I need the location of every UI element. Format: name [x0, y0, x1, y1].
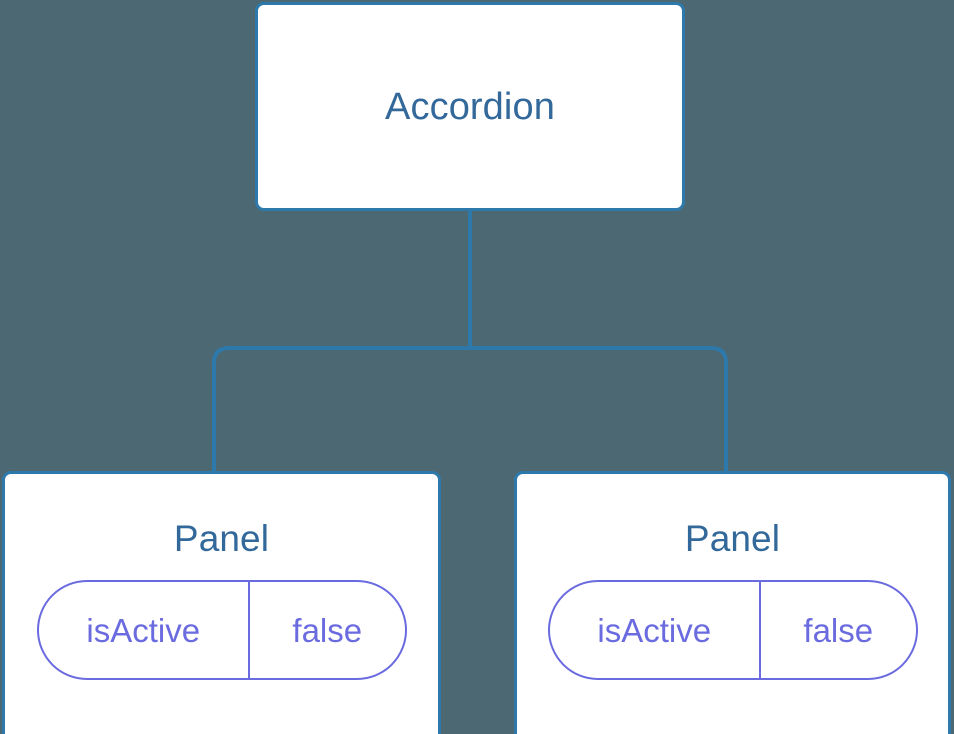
state-pill-left[interactable]: isActive false: [36, 580, 407, 680]
state-pill-left-value: false: [292, 611, 363, 649]
node-panel-left-label: Panel: [173, 518, 270, 559]
node-accordion[interactable]: Accordion: [255, 2, 685, 211]
node-accordion-label: Accordion: [385, 85, 555, 128]
node-panel-right-label: Panel: [684, 518, 781, 559]
node-panel-left[interactable]: Panel isActive false: [2, 471, 441, 734]
state-pill-right-value: false: [803, 611, 874, 649]
state-pill-right-key: isActive: [550, 582, 762, 678]
state-pill-right[interactable]: isActive false: [547, 580, 918, 680]
connector-branch: [212, 346, 728, 474]
node-panel-right[interactable]: Panel isActive false: [514, 471, 951, 734]
state-pill-left-key: isActive: [39, 582, 251, 678]
